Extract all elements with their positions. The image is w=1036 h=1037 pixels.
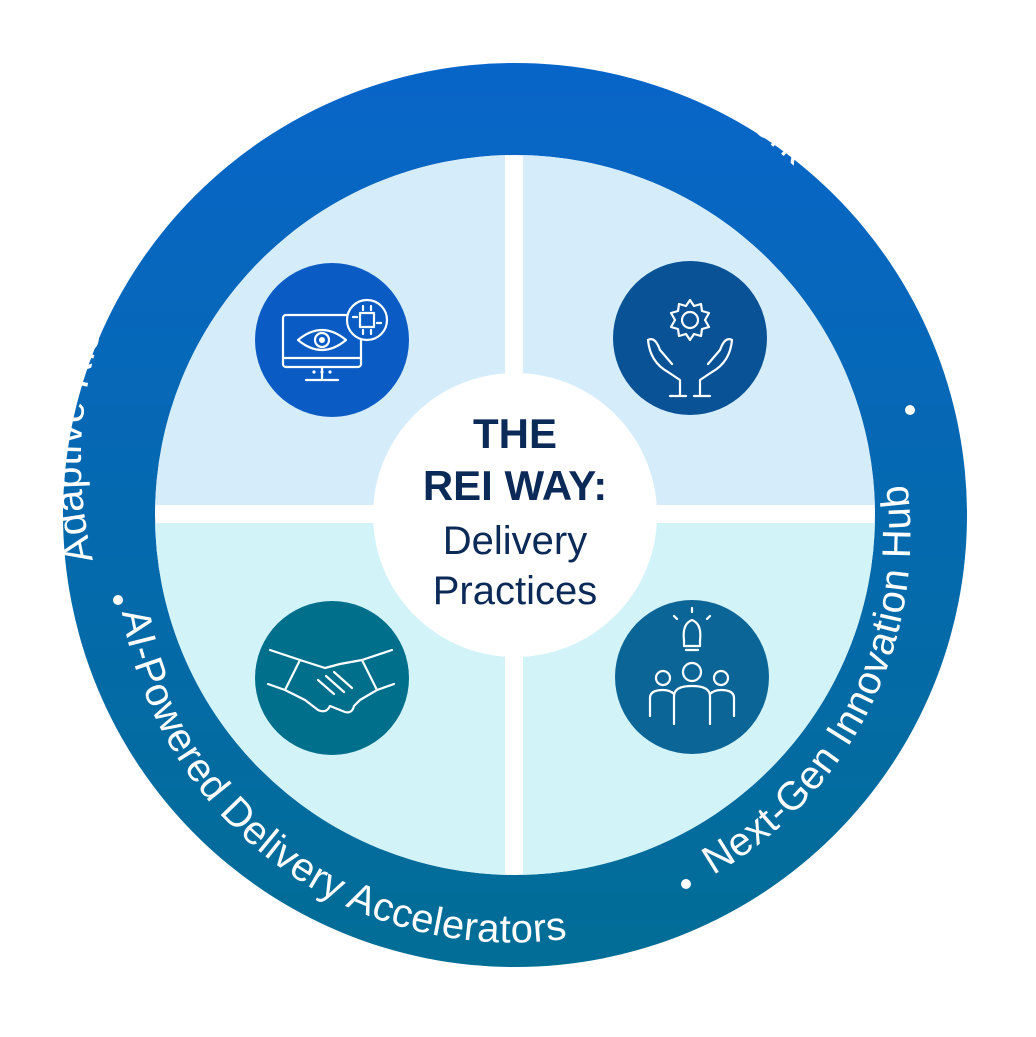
team-idea-icon bbox=[615, 600, 769, 754]
separator-dot bbox=[681, 879, 691, 889]
center-title-line2: REI WAY: bbox=[423, 462, 607, 509]
separator-dot bbox=[905, 405, 915, 415]
handshake-icon bbox=[255, 601, 409, 755]
center-circle bbox=[373, 373, 657, 657]
center-subtitle-line1: Delivery bbox=[443, 519, 587, 563]
center-subtitle-line2: Practices bbox=[433, 569, 598, 613]
monitor-eye-icon bbox=[255, 263, 409, 417]
center-title-line1: THE bbox=[473, 410, 557, 457]
separator-dot bbox=[113, 595, 123, 605]
hands-gear-icon bbox=[613, 261, 767, 415]
